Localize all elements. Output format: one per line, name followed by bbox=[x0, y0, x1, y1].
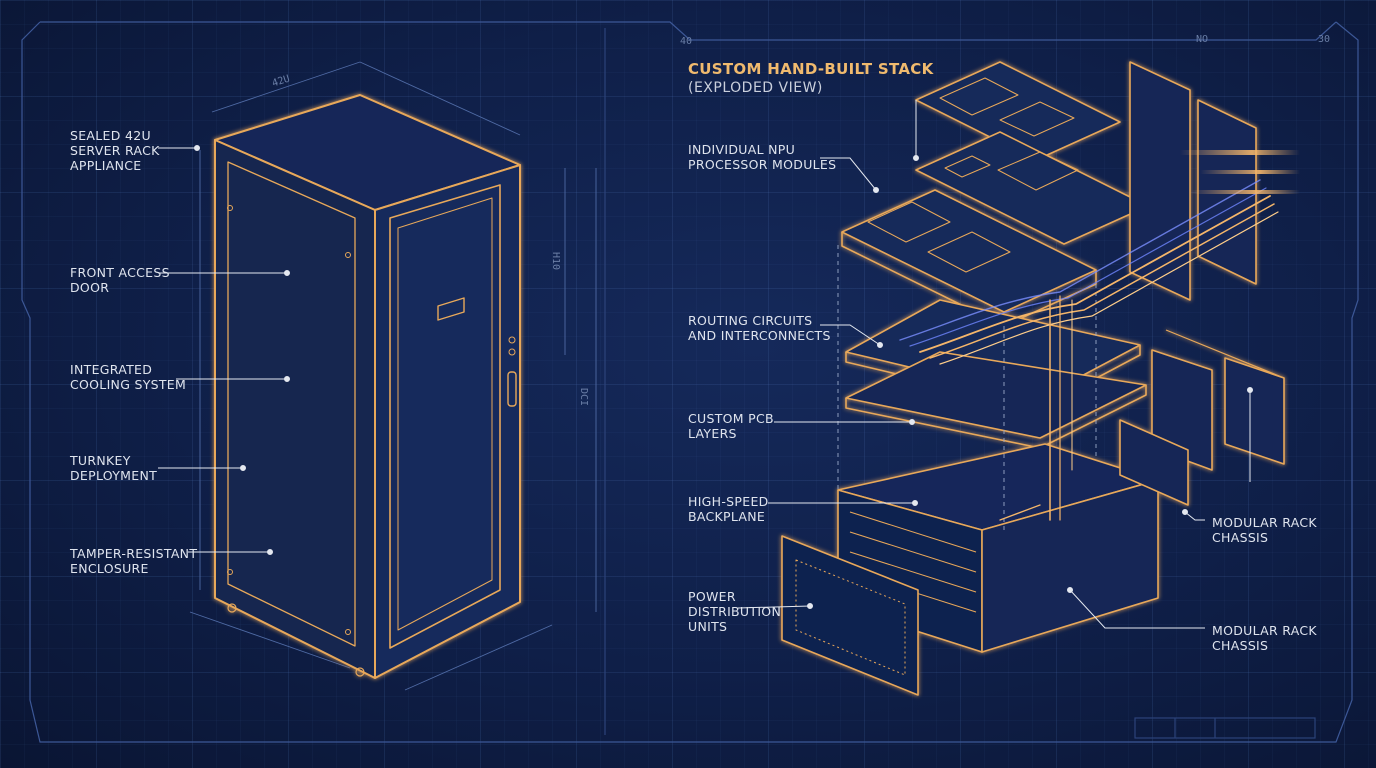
dimension-lines bbox=[189, 61, 597, 691]
stack-leaders bbox=[737, 100, 1253, 629]
callout-routing-circuits: ROUTING CIRCUITS AND INTERCONNECTS bbox=[688, 313, 831, 343]
callout-pcb-layers: CUSTOM PCB LAYERS bbox=[688, 411, 774, 441]
callout-cooling-system: INTEGRATED COOLING SYSTEM bbox=[70, 362, 187, 392]
server-rack bbox=[214, 94, 521, 679]
stack-title: CUSTOM HAND-BUILT STACK bbox=[688, 60, 934, 78]
dimension-side-b-label: DCI bbox=[578, 388, 589, 407]
callout-front-door: FRONT ACCESS DOOR bbox=[70, 265, 170, 295]
dimension-top-left-label: 40 bbox=[680, 36, 693, 47]
callout-npu-modules: INDIVIDUAL NPU PROCESSOR MODULES bbox=[688, 142, 837, 172]
callout-turnkey-deployment: TURNKEY DEPLOYMENT bbox=[70, 453, 158, 483]
callout-rack-chassis-lower: MODULAR RACK CHASSIS bbox=[1212, 623, 1317, 653]
stack-subtitle: (EXPLODED VIEW) bbox=[688, 80, 823, 96]
dimension-side-a-label: H10 bbox=[550, 252, 561, 271]
callout-tamper-enclosure: TAMPER-RESISTANT ENCLOSURE bbox=[70, 546, 198, 576]
exploded-stack bbox=[781, 61, 1285, 696]
callout-sealed-rack: SEALED 42U SERVER RACK APPLIANCE bbox=[70, 128, 160, 173]
hidden-lines bbox=[837, 245, 1097, 530]
dimension-top-right-a-label: NO bbox=[1196, 34, 1209, 45]
interconnect-wires bbox=[899, 150, 1300, 521]
callout-rack-chassis-upper: MODULAR RACK CHASSIS bbox=[1212, 515, 1317, 545]
rack-leaders bbox=[158, 145, 290, 555]
callout-backplane: HIGH-SPEED BACKPLANE bbox=[688, 494, 769, 524]
drawing-frame bbox=[21, 21, 1359, 743]
callout-power-units: POWER DISTRIBUTION UNITS bbox=[688, 589, 782, 634]
dimension-top-right-b-label: 30 bbox=[1318, 34, 1331, 45]
